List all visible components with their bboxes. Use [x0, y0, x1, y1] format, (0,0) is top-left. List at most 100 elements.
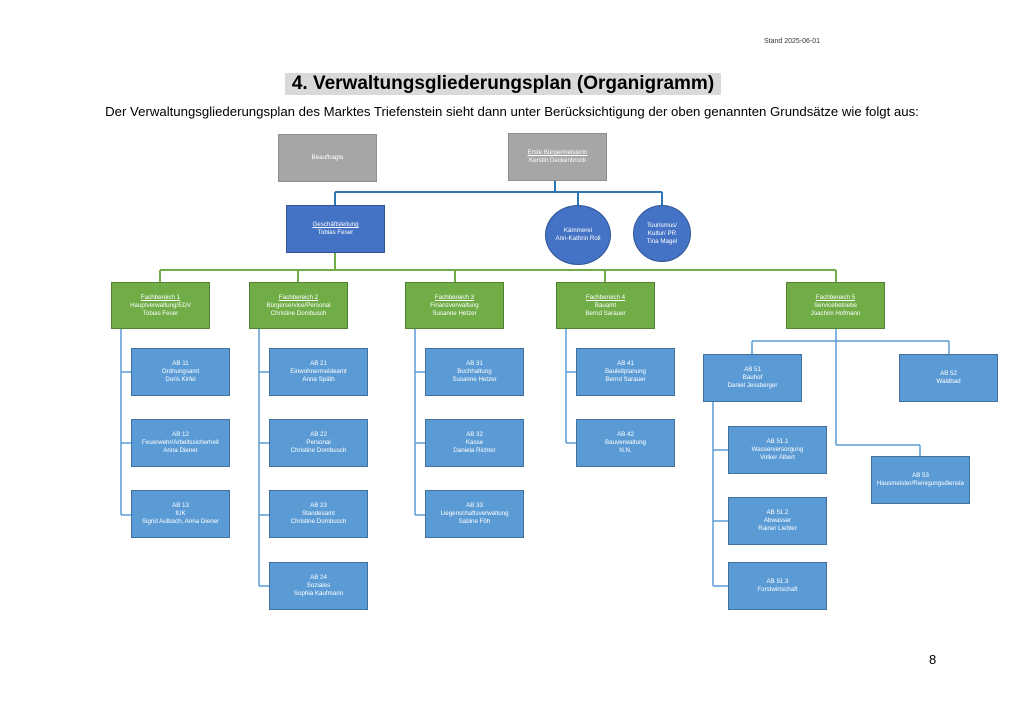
tourismus-name: Tina Magel	[646, 237, 678, 245]
ab-number: AB 23	[310, 502, 327, 509]
ab-number: AB 42	[617, 431, 634, 438]
fachbereich-id: Fachbereich 4	[585, 293, 626, 301]
fachbereich-name: Christine Dombusch	[270, 309, 327, 317]
tourismus-role: Tourismus/ Kultur/ PR	[647, 221, 677, 237]
ab-number: AB 21	[310, 360, 327, 367]
ab-title: Bauhof	[742, 374, 763, 381]
geschaeftsleitung-name: Tobias Feser	[317, 229, 354, 236]
ab-12-box: AB 12 Feuerwehr/Arbeitssicherheit Anna D…	[131, 419, 230, 467]
ab-title: Forstwirtschaft	[757, 586, 798, 593]
fachbereich-name: Bernd Sarauer	[585, 309, 626, 317]
ab-24-box: AB 24 Soziales Sophia Kaufmann	[269, 562, 368, 610]
ab-number: AB 13	[172, 502, 189, 509]
ab-title: Waldbad	[936, 378, 961, 385]
ab-number: AB 51	[744, 366, 761, 373]
ab-title: Ordnungsamt	[161, 368, 200, 375]
geschaeftsleitung-box: Geschäftsleitung Tobias Feser	[286, 205, 385, 253]
fachbereich-1-box: Fachbereich 1 Hauptverwaltung/EDV Tobias…	[111, 282, 210, 329]
ab-person: Christine Dombusch	[290, 518, 347, 525]
kaemmerei-role: Kämmerei	[563, 227, 593, 234]
ab-53-box: AB 53 Hausmeister/Reinigungsdienste	[871, 456, 970, 504]
fachbereich-name: Joachim Hofmann	[810, 309, 861, 317]
beauftragte-box: Beauftragte	[278, 134, 377, 182]
ab-511-box: AB 51.1 Wasserversorgung Volker Albert	[728, 426, 827, 474]
ab-22-box: AB 22 Personal Christine Dombusch	[269, 419, 368, 467]
ab-person: Anna Diener	[163, 447, 198, 454]
ab-number: AB 41	[617, 360, 634, 367]
fachbereich-sub: Bauamt	[594, 301, 617, 309]
ab-title: Wasserversorgung	[751, 446, 804, 453]
ab-title: Kasse	[465, 439, 484, 446]
ab-number: AB 53	[912, 472, 929, 479]
ab-21-box: AB 21 Einwohnermeldeamt Anna Späth	[269, 348, 368, 396]
ab-person: Sigrid Aulbach, Anna Diener	[141, 518, 220, 525]
ab-title: Abwasser	[763, 517, 792, 524]
ab-title: Buchhaltung	[457, 368, 492, 375]
fachbereich-4-box: Fachbereich 4 Bauamt Bernd Sarauer	[556, 282, 655, 329]
stand-date: Stand 2025-06-01	[764, 38, 821, 45]
buergermeister-role: Erste Bürgermeisterin	[527, 149, 588, 156]
ab-number: AB 24	[310, 574, 327, 581]
kaemmerei-circle: Kämmerei Ann-Kathrin Roll	[545, 205, 611, 265]
ab-number: AB 51.1	[766, 438, 789, 445]
ab-number: AB 31	[466, 360, 483, 367]
ab-title: Soziales	[306, 582, 331, 589]
fachbereich-name: Tobias Feser	[142, 309, 179, 317]
fachbereich-id: Fachbereich 2	[278, 293, 319, 301]
ab-person: Volker Albert	[760, 454, 795, 461]
geschaeftsleitung-role: Geschäftsleitung	[312, 221, 359, 228]
ab-person: Doris Kirfel	[165, 376, 196, 383]
ab-51-box: AB 51 Bauhof Daniel Jessberger	[703, 354, 802, 402]
ab-512-box: AB 51.2 Abwasser Rainer Liebler	[728, 497, 827, 545]
fachbereich-5-box: Fachbereich 5 Servicebetriebe Joachim Ho…	[786, 282, 885, 329]
ab-person: Daniel Jessberger	[727, 382, 778, 389]
ab-32-box: AB 32 Kasse Daniela Richter	[425, 419, 524, 467]
ab-title: Bauverwaltung	[605, 439, 646, 446]
ab-person: Susanne Hetzer	[452, 376, 497, 383]
tourismus-circle: Tourismus/ Kultur/ PR Tina Magel	[633, 205, 691, 262]
ab-41-box: AB 41 Bauleitplanung Bernd Sarauer	[576, 348, 675, 396]
ab-title: Bauleitplanung	[605, 368, 646, 375]
ab-number: AB 32	[466, 431, 483, 438]
fachbereich-sub: Hauptverwaltung/EDV	[130, 301, 191, 309]
ab-person: Anna Späth	[302, 376, 335, 383]
ab-title: Hausmeister/Reinigungsdienste	[876, 480, 965, 487]
ab-title: Feuerwehr/Arbeitssicherheit	[141, 439, 220, 446]
ab-42-box: AB 42 Bauverwaltung N.N.	[576, 419, 675, 467]
beauftragte-label: Beauftragte	[311, 154, 344, 161]
buergermeister-box: Erste Bürgermeisterin Kerstin Deckenbroc…	[508, 133, 607, 181]
fachbereich-sub: Bürgerservice/Personal	[266, 301, 331, 309]
ab-number: AB 52	[940, 370, 957, 377]
page-title: 4. Verwaltungsgliederungsplan (Organigra…	[285, 73, 721, 95]
fachbereich-id: Fachbereich 5	[815, 293, 856, 301]
buergermeister-name: Kerstin Deckenbrock	[528, 157, 587, 164]
page-number: 8	[929, 652, 937, 667]
ab-number: AB 22	[310, 431, 327, 438]
ab-number: AB 11	[172, 360, 189, 367]
ab-number: AB 51.3	[766, 578, 789, 585]
ab-person: Sophia Kaufmann	[293, 590, 344, 597]
ab-11-box: AB 11 Ordnungsamt Doris Kirfel	[131, 348, 230, 396]
fachbereich-2-box: Fachbereich 2 Bürgerservice/Personal Chr…	[249, 282, 348, 329]
ab-513-box: AB 51.3 Forstwirtschaft	[728, 562, 827, 610]
page-subtitle: Der Verwaltungsgliederungsplan des Markt…	[105, 104, 919, 119]
ab-number: AB 51.2	[766, 509, 789, 516]
ab-52-box: AB 52 Waldbad	[899, 354, 998, 402]
fachbereich-sub: Finanzverwaltung	[430, 301, 479, 309]
ab-title: Personal	[306, 439, 331, 446]
ab-title: Liegenschaftsverwaltung	[440, 510, 509, 517]
ab-person: Sabine Föh	[458, 518, 491, 525]
ab-31-box: AB 31 Buchhaltung Susanne Hetzer	[425, 348, 524, 396]
fachbereich-3-box: Fachbereich 3 Finanzverwaltung Susanne H…	[405, 282, 504, 329]
ab-13-box: AB 13 IUK Sigrid Aulbach, Anna Diener	[131, 490, 230, 538]
ab-number: AB 33	[466, 502, 483, 509]
ab-person: N.N.	[619, 447, 632, 454]
ab-title: Einwohnermeldeamt	[290, 368, 347, 375]
ab-33-box: AB 33 Liegenschaftsverwaltung Sabine Föh	[425, 490, 524, 538]
fachbereich-name: Susanne Hetzer	[432, 309, 477, 317]
ab-person: Christine Dombusch	[290, 447, 347, 454]
ab-person: Bernd Sarauer	[605, 376, 646, 383]
fachbereich-id: Fachbereich 1	[140, 293, 181, 301]
fachbereich-id: Fachbereich 3	[434, 293, 475, 301]
